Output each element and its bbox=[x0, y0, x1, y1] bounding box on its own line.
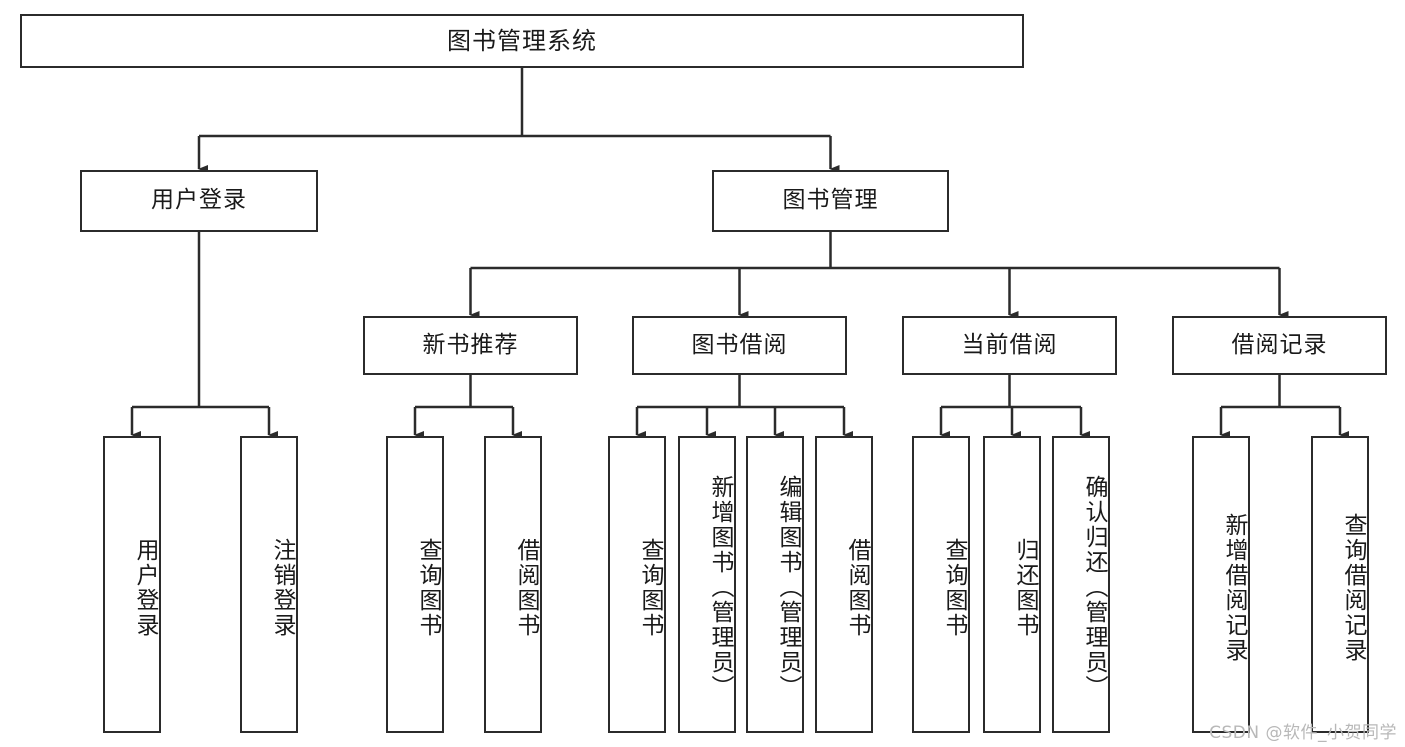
node-label: 借阅图书 bbox=[844, 537, 870, 638]
node-leaf-cur-confirm[interactable]: 确认归还（管理员） bbox=[1052, 436, 1110, 733]
node-leaf-new-borrow[interactable]: 借阅图书 bbox=[484, 436, 542, 733]
node-label: 新增图书（管理员） bbox=[707, 475, 733, 700]
node-label: 注销登录 bbox=[269, 537, 295, 638]
node-login[interactable]: 用户登录 bbox=[80, 170, 318, 232]
node-label: 查询图书 bbox=[637, 537, 663, 638]
node-leaf-borrow-edit[interactable]: 编辑图书（管理员） bbox=[746, 436, 804, 733]
node-label: 图书管理 bbox=[782, 187, 879, 214]
node-leaf-borrow-take[interactable]: 借阅图书 bbox=[815, 436, 873, 733]
node-leaf-user-logout[interactable]: 注销登录 bbox=[240, 436, 298, 733]
node-label: 查询图书 bbox=[415, 537, 441, 638]
node-current[interactable]: 当前借阅 bbox=[902, 316, 1117, 375]
node-label: 新增借阅记录 bbox=[1221, 512, 1247, 663]
node-label: 图书借阅 bbox=[691, 331, 788, 358]
node-leaf-rec-add[interactable]: 新增借阅记录 bbox=[1192, 436, 1250, 733]
node-leaf-cur-return[interactable]: 归还图书 bbox=[983, 436, 1041, 733]
node-borrow[interactable]: 图书借阅 bbox=[632, 316, 847, 375]
node-label: 图书管理系统 bbox=[447, 26, 597, 55]
node-label: 用户登录 bbox=[151, 187, 247, 214]
node-label: 查询图书 bbox=[941, 537, 967, 638]
node-label: 确认归还（管理员） bbox=[1081, 475, 1107, 700]
node-bookmgmt[interactable]: 图书管理 bbox=[712, 170, 949, 232]
node-label: 借阅记录 bbox=[1231, 331, 1328, 358]
node-leaf-borrow-query[interactable]: 查询图书 bbox=[608, 436, 666, 733]
node-label: 编辑图书（管理员） bbox=[775, 475, 801, 700]
node-record[interactable]: 借阅记录 bbox=[1172, 316, 1387, 375]
node-leaf-user-login[interactable]: 用户登录 bbox=[103, 436, 161, 733]
node-label: 查询借阅记录 bbox=[1340, 512, 1366, 663]
node-leaf-borrow-add[interactable]: 新增图书（管理员） bbox=[678, 436, 736, 733]
node-label: 新书推荐 bbox=[422, 331, 519, 358]
node-label: 归还图书 bbox=[1012, 537, 1038, 638]
node-root[interactable]: 图书管理系统 bbox=[20, 14, 1024, 68]
node-label: 当前借阅 bbox=[961, 331, 1058, 358]
node-leaf-rec-query[interactable]: 查询借阅记录 bbox=[1311, 436, 1369, 733]
node-leaf-new-query[interactable]: 查询图书 bbox=[386, 436, 444, 733]
node-leaf-cur-query[interactable]: 查询图书 bbox=[912, 436, 970, 733]
watermark-text: CSDN @软件_小贺同学 bbox=[1209, 723, 1397, 743]
node-label: 借阅图书 bbox=[513, 537, 539, 638]
node-label: 用户登录 bbox=[132, 537, 158, 638]
node-newbook[interactable]: 新书推荐 bbox=[363, 316, 578, 375]
